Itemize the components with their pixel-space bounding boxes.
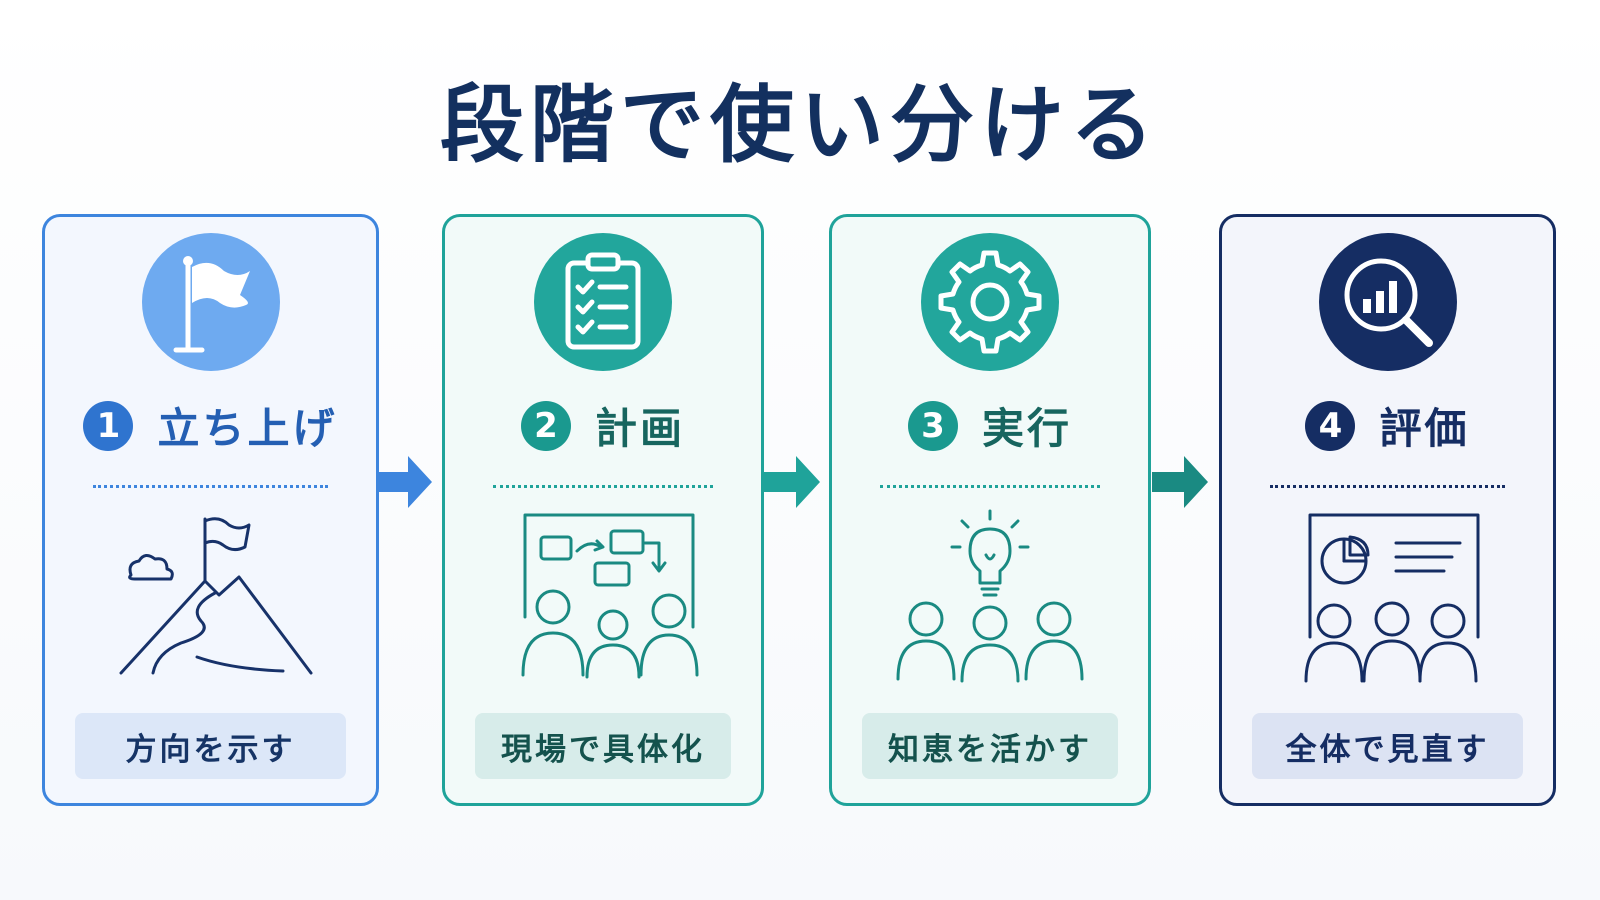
mountain-flag-icon	[101, 507, 321, 691]
step-caption: 方向を示す	[75, 713, 346, 779]
step-card-launch: 1 立ち上げ 方向を示す	[42, 214, 379, 806]
lightbulb-team-icon	[890, 507, 1090, 691]
page-title: 段階で使い分ける	[439, 76, 1160, 174]
arrow-right-icon	[1152, 456, 1208, 508]
arrow-right-icon	[764, 456, 820, 508]
step-caption: 現場で具体化	[475, 713, 731, 779]
dotted-divider	[880, 485, 1100, 488]
step-card-evaluate: 4 評価 全体で見直す	[1219, 214, 1556, 806]
step-card-plan: 2 計画 現場で具体化	[442, 214, 764, 806]
clipboard-checklist-icon	[534, 233, 672, 371]
dotted-divider	[93, 485, 328, 488]
step-label: 計画	[594, 404, 685, 453]
step-label: 評価	[1379, 404, 1470, 453]
step-label: 立ち上げ	[157, 404, 338, 453]
gear-icon	[921, 233, 1059, 371]
planning-board-team-icon	[503, 507, 703, 691]
presentation-team-icon	[1288, 507, 1488, 691]
flag-icon	[141, 233, 280, 371]
step-number: 4	[1305, 400, 1356, 451]
step-caption: 知恵を活かす	[862, 713, 1118, 779]
step-number: 1	[83, 400, 134, 451]
dotted-divider	[493, 485, 713, 488]
step-label: 実行	[981, 404, 1072, 453]
step-number: 2	[520, 400, 571, 451]
magnifier-chart-icon	[1318, 233, 1457, 371]
step-number: 3	[907, 400, 958, 451]
dotted-divider	[1270, 485, 1505, 488]
step-caption: 全体で見直す	[1252, 713, 1523, 779]
arrow-right-icon	[378, 456, 432, 508]
step-card-execute: 3 実行 知恵を活かす	[829, 214, 1151, 806]
